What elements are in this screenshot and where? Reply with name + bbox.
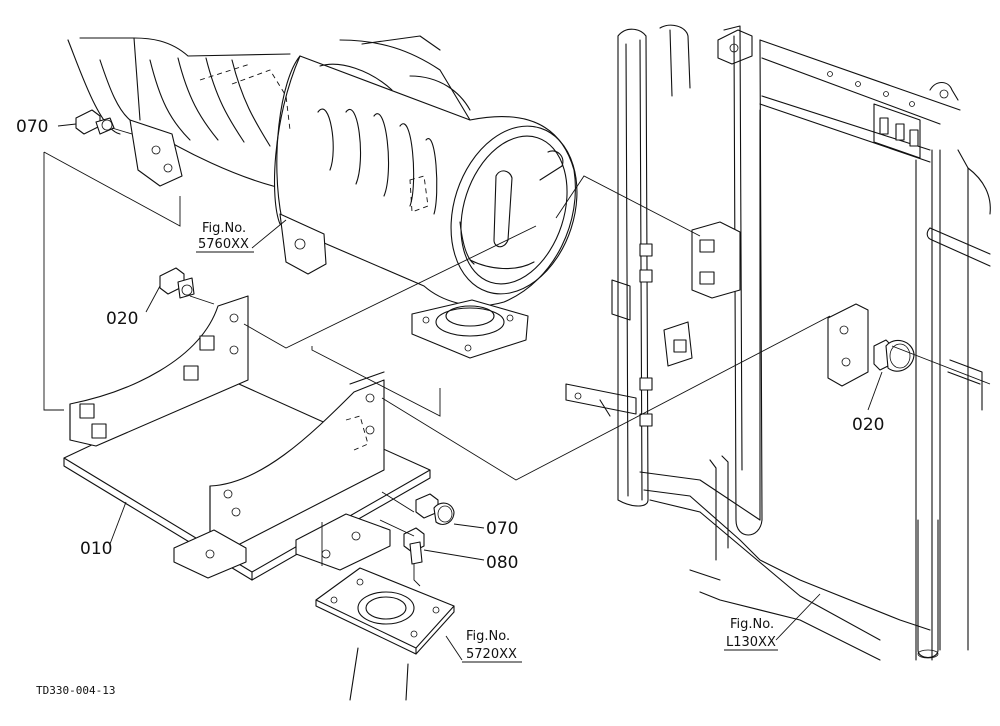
callout-leaders xyxy=(57,123,883,661)
callout-020-right: 020 xyxy=(852,415,884,435)
bolt-070-lower xyxy=(415,493,455,525)
frame-assembly xyxy=(565,24,991,661)
callout-020-left: 020 xyxy=(106,309,138,329)
fig-ref-muffler-label: Fig.No. xyxy=(202,221,246,236)
fig-ref-flange-number: 5720XX xyxy=(466,647,517,662)
callout-010: 010 xyxy=(80,539,112,559)
fig-ref-flange-label: Fig.No. xyxy=(466,629,510,644)
fig-ref-frame-label: Fig.No. xyxy=(730,617,774,632)
fig-ref-frame-number: L130XX xyxy=(726,635,776,650)
fig-ref-flange: Fig.No. 5720XX xyxy=(462,629,522,663)
bolt-070-top xyxy=(75,109,115,135)
fig-ref-muffler: Fig.No. 5760XX xyxy=(196,221,254,253)
assembly-lines xyxy=(43,127,991,587)
bolt-020-left xyxy=(159,267,195,299)
bolt-020-right xyxy=(873,339,915,372)
fig-ref-muffler-number: 5760XX xyxy=(198,237,249,252)
fig-ref-frame: Fig.No. L130XX xyxy=(724,617,778,651)
diagram-code: TD330-004-13 xyxy=(36,684,115,697)
bolt-080 xyxy=(403,527,425,565)
mounting-bracket-010 xyxy=(63,295,431,581)
flange-plate xyxy=(315,567,455,701)
callout-080: 080 xyxy=(486,553,518,573)
callout-070-lower: 070 xyxy=(486,519,518,539)
callout-070-top: 070 xyxy=(16,117,48,137)
